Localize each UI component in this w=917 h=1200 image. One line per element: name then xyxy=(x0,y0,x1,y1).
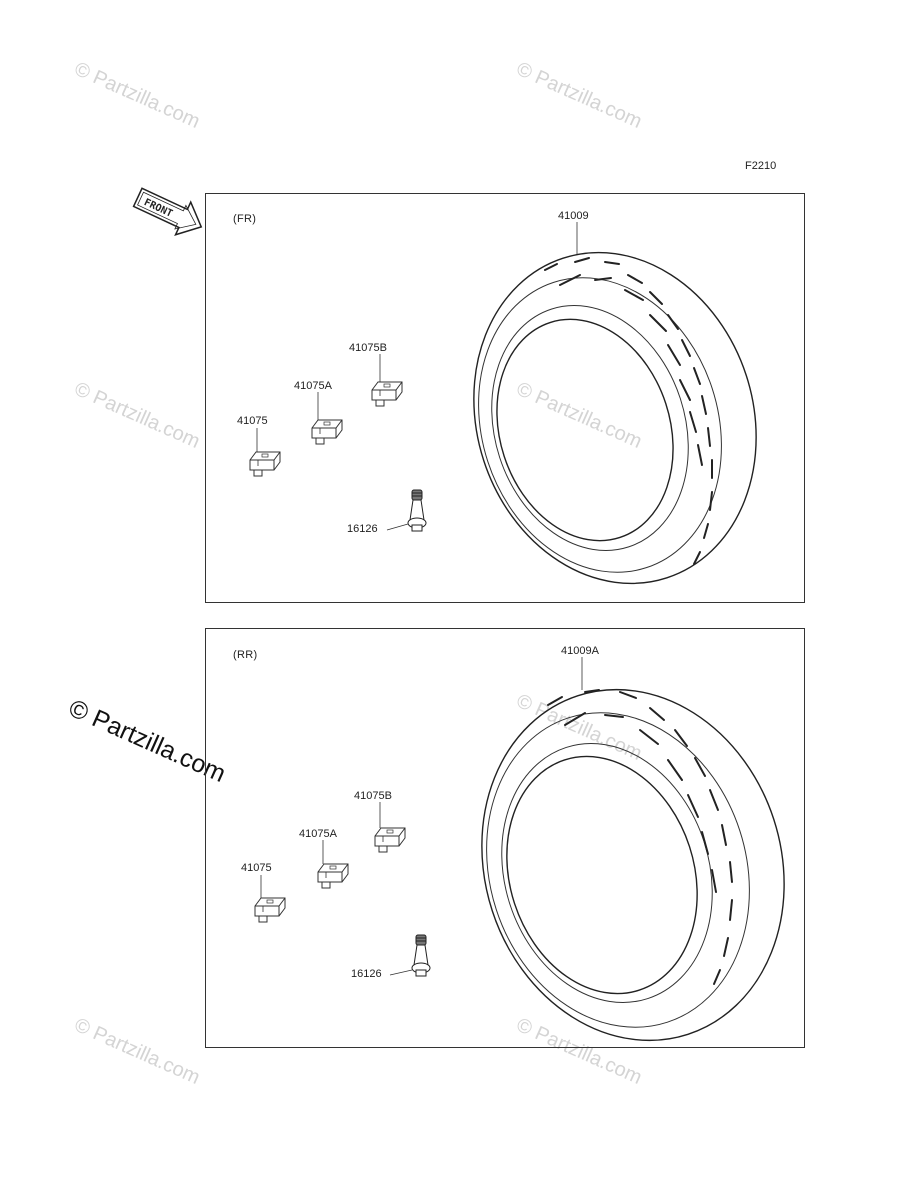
rear-panel xyxy=(205,628,805,1048)
panel-label-fr: (FR) xyxy=(233,213,257,225)
front-panel xyxy=(205,193,805,603)
balance-weight-b-rr xyxy=(374,827,406,853)
balance-weight-rr xyxy=(254,897,286,923)
part-number-tire-fr: 41009 xyxy=(558,210,589,222)
part-number-valve-rr: 16126 xyxy=(351,968,382,980)
part-number-weight-fr: 41075 xyxy=(237,415,268,427)
air-valve-rr xyxy=(411,934,431,977)
balance-weight-a-rr xyxy=(317,863,349,889)
part-number-valve-fr: 16126 xyxy=(347,523,378,535)
balance-weight-b-fr xyxy=(371,381,403,407)
front-tire xyxy=(473,251,757,585)
part-number-weight-a-fr: 41075A xyxy=(294,380,332,392)
air-valve-fr xyxy=(407,489,427,532)
part-number-weight-b-rr: 41075B xyxy=(354,790,392,802)
diagram-code: F2210 xyxy=(745,160,777,172)
part-number-weight-rr: 41075 xyxy=(241,862,272,874)
part-number-weight-a-rr: 41075A xyxy=(299,828,337,840)
front-arrow-icon: FRONT xyxy=(132,187,203,236)
part-number-weight-b-fr: 41075B xyxy=(349,342,387,354)
panel-label-rr: (RR) xyxy=(233,649,258,661)
balance-weight-a-fr xyxy=(311,419,343,445)
balance-weight-fr xyxy=(249,451,281,477)
rear-tire xyxy=(481,688,785,1042)
part-number-tire-rr: 41009A xyxy=(561,645,599,657)
